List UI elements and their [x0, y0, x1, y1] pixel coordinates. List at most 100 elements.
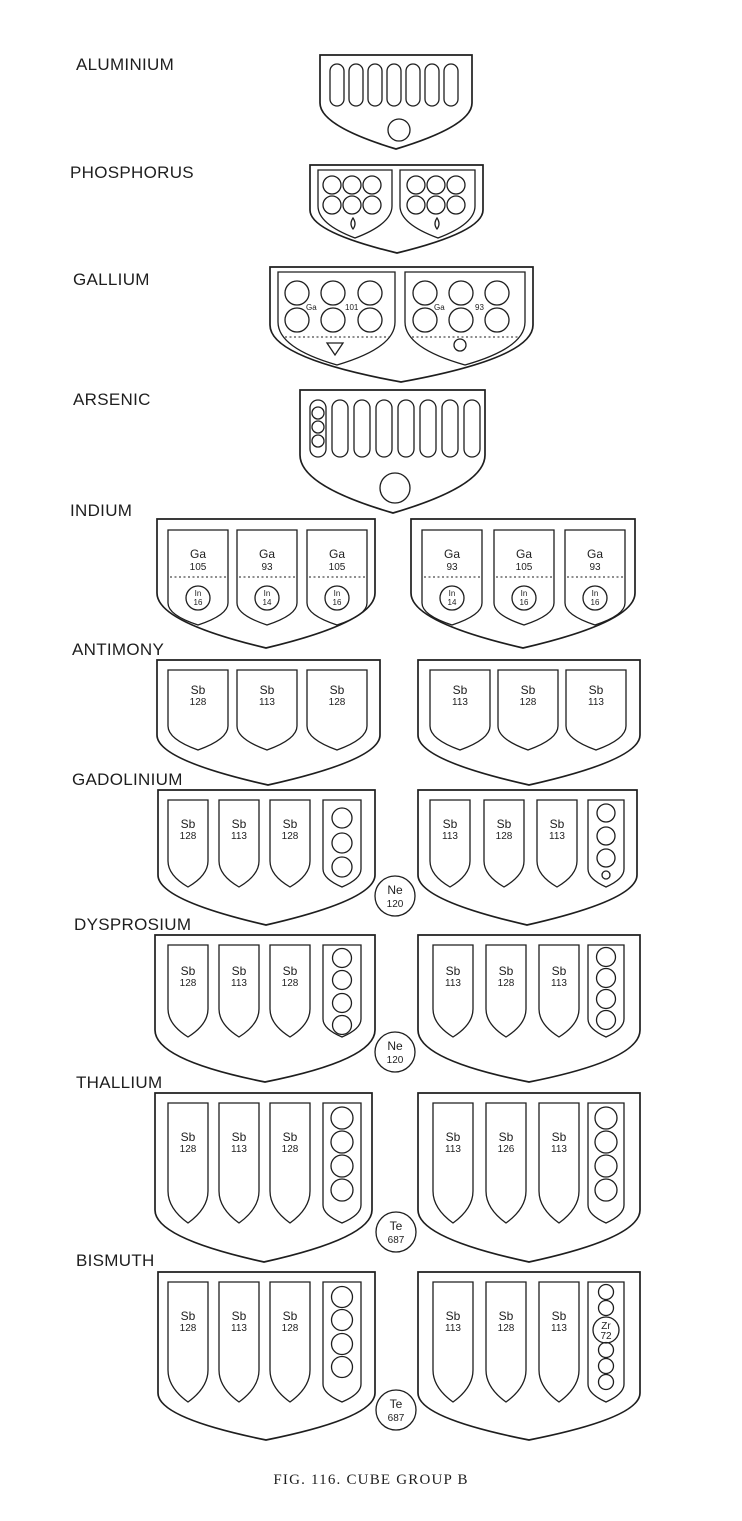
label-indium: INDIUM [70, 501, 132, 520]
label-dysprosium: DYSPROSIUM [74, 915, 191, 934]
gallium-diagram: Ga 101 Ga 93 [269, 266, 534, 383]
shield-number: 93 [446, 562, 458, 573]
inner-number: 16 [591, 598, 600, 607]
shield-symbol: Sb [499, 1309, 514, 1323]
label-gadolinium: GADOLINIUM [72, 770, 183, 789]
shield-number: 128 [282, 831, 299, 842]
shield-symbol: Sb [446, 1309, 461, 1323]
shield-number: 128 [190, 697, 207, 708]
shield-number: 93 [261, 562, 273, 573]
shield-symbol: Sb [330, 683, 345, 697]
shield-number: 113 [231, 978, 247, 989]
shield-number: 128 [282, 1144, 299, 1155]
shield-symbol: Sb [181, 817, 196, 831]
label-bismuth: BISMUTH [76, 1251, 155, 1270]
circle-tube [587, 944, 625, 1038]
thallium-diagram [154, 1092, 641, 1263]
zr-symbol: Zr [601, 1321, 611, 1332]
shield-number: 113 [445, 1323, 461, 1334]
circle-tube [322, 1281, 362, 1403]
inner-number: 14 [448, 598, 457, 607]
shield-number: 128 [496, 831, 513, 842]
shield-number: 128 [180, 978, 197, 989]
shield-symbol: Sb [283, 964, 298, 978]
shield-symbol: Sb [552, 964, 567, 978]
shield-number: 113 [259, 697, 275, 708]
shield-number: 113 [551, 1144, 567, 1155]
dysprosium-diagram [154, 934, 641, 1083]
gallium-note-right-ga: Ga [434, 303, 445, 312]
inner-symbol: In [264, 589, 271, 598]
shield-number: 128 [282, 978, 299, 989]
shield-symbol: Sb [550, 817, 565, 831]
shield-symbol: Sb [232, 1309, 247, 1323]
inner-number: 16 [194, 598, 203, 607]
shield-number: 105 [190, 562, 207, 573]
shield-number: 113 [231, 1323, 247, 1334]
shield-symbol: Ga [329, 547, 345, 561]
shield-number: 113 [551, 1323, 567, 1334]
shield-symbol: Sb [191, 683, 206, 697]
shield-number: 113 [551, 978, 567, 989]
shield-symbol: Sb [453, 683, 468, 697]
shield-symbol: Sb [589, 683, 604, 697]
shield-symbol: Sb [499, 964, 514, 978]
shield-symbol: Sb [552, 1130, 567, 1144]
shield-symbol: Sb [552, 1309, 567, 1323]
shield-symbol: Sb [443, 817, 458, 831]
shield-symbol: Ga [587, 547, 603, 561]
shield-number: 128 [282, 1323, 299, 1334]
center-number: 687 [388, 1235, 405, 1246]
inner-symbol: In [334, 589, 341, 598]
shield-symbol: Sb [181, 964, 196, 978]
label-thallium: THALLIUM [76, 1073, 162, 1092]
arsenic-diagram [299, 389, 486, 514]
shield-symbol: Sb [497, 817, 512, 831]
shield-number: 113 [445, 978, 461, 989]
inner-number: 16 [333, 598, 342, 607]
shield-number: 113 [452, 697, 468, 708]
shield-symbol: Sb [446, 964, 461, 978]
shield-symbol: Sb [283, 1130, 298, 1144]
circle-tube [322, 799, 362, 888]
circle-tube [322, 1102, 362, 1224]
shield-number: 105 [516, 562, 533, 573]
shield-number: 128 [180, 831, 197, 842]
shield-symbol: Sb [521, 683, 536, 697]
shield-symbol: Sb [232, 1130, 247, 1144]
shield-symbol: Sb [181, 1130, 196, 1144]
shield-number: 113 [445, 1144, 461, 1155]
center-symbol: Ne [387, 883, 403, 897]
shield-number: 93 [589, 562, 601, 573]
shield-number: 128 [498, 978, 515, 989]
shield-number: 128 [180, 1323, 197, 1334]
inner-number: 16 [520, 598, 529, 607]
